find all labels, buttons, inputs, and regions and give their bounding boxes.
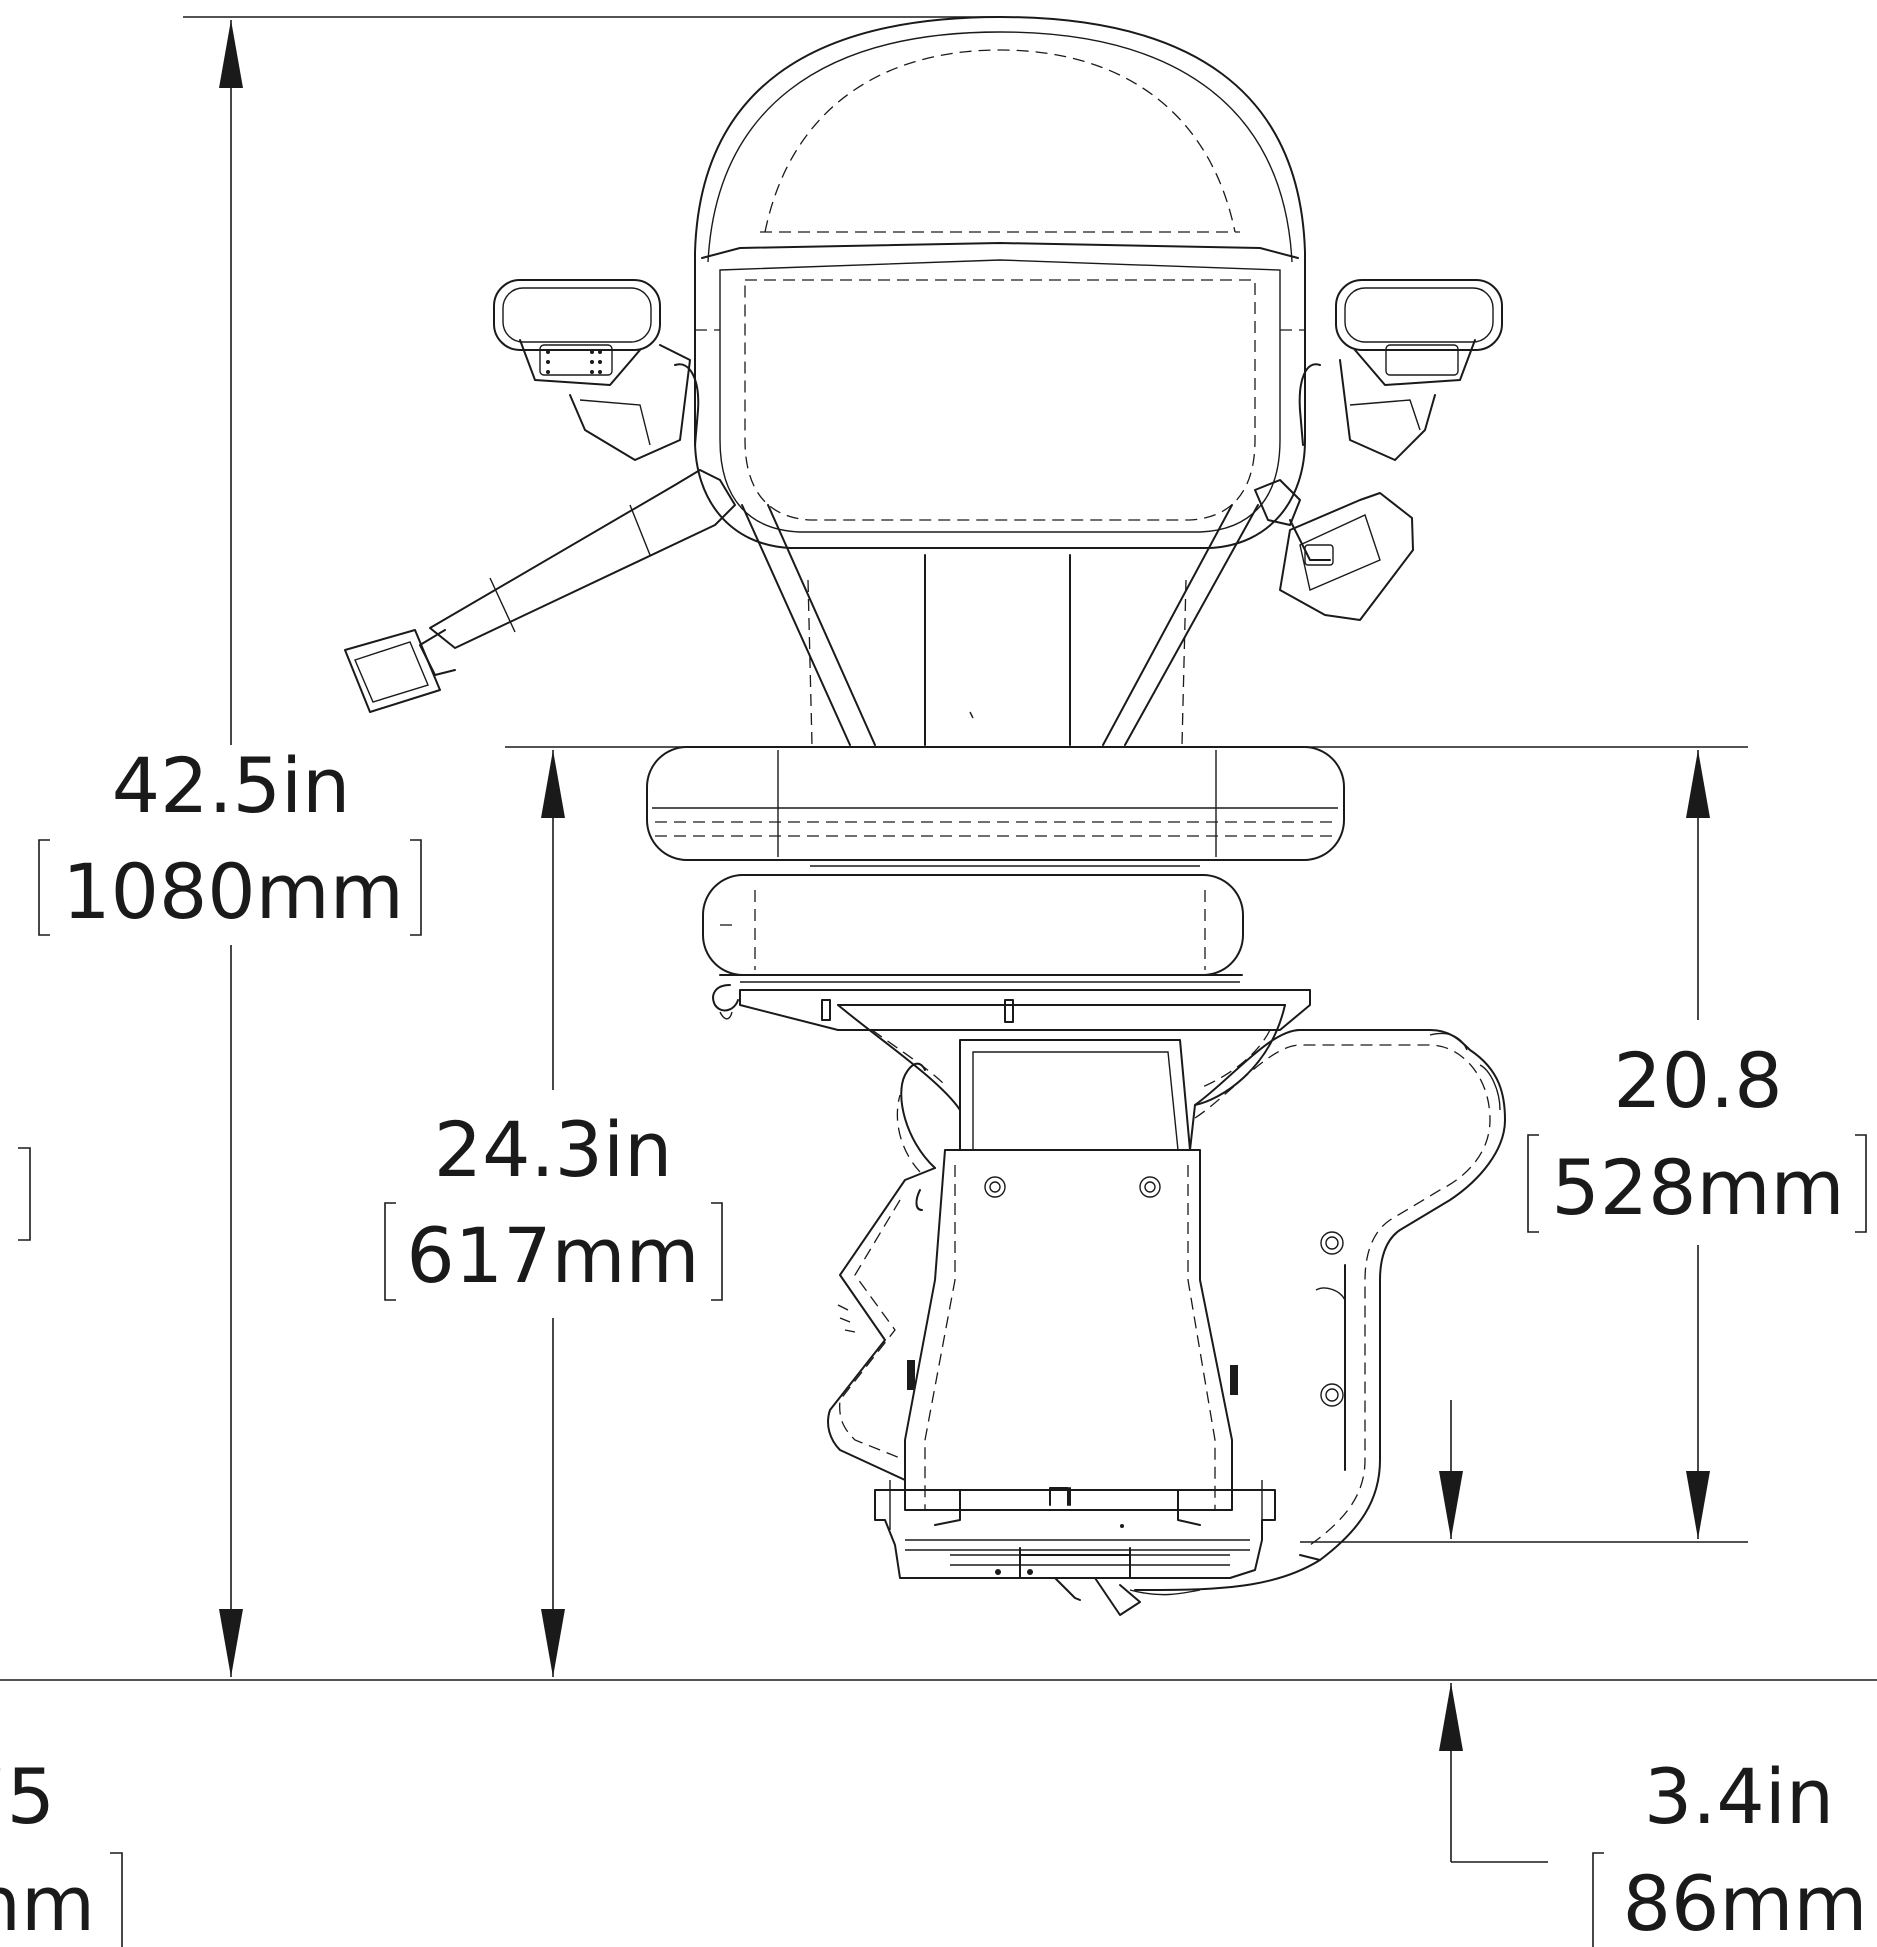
bracket-left: [384, 1202, 396, 1301]
overall-height-imperial: 42.5in: [112, 741, 351, 830]
arrow-up: [541, 750, 565, 818]
footrest-clearance-imperial: 3.4in: [1644, 1752, 1834, 1841]
arrow-down: [1686, 1471, 1710, 1539]
seat-to-footrest-metric: 528mm: [1551, 1143, 1844, 1232]
dimension-seat-to-footrest: [1686, 750, 1710, 1539]
arrow-down: [219, 1609, 243, 1677]
overall-height-metric: 1080mm: [62, 847, 403, 936]
left-partial-metric: nm: [0, 1859, 95, 1947]
seat-to-footrest-imperial: 20.8: [1613, 1036, 1782, 1125]
bracket-left: [1592, 1852, 1604, 1947]
dimension-labels: 42.5in 1080mm 24.3in 617mm 20.8 528mm 3.…: [0, 741, 1867, 1947]
bracket-left: [1527, 1134, 1539, 1233]
left-partial-imperial: 75: [0, 1752, 55, 1841]
bracket-right: [711, 1202, 723, 1301]
arrow-down: [541, 1609, 565, 1677]
arrow-up: [219, 20, 243, 88]
armrest-left: [493, 279, 700, 461]
carriage-left-housing: [827, 1062, 936, 1481]
bracket-left: [38, 839, 50, 936]
seatbelt-right: [1254, 479, 1414, 621]
carriage-column: [904, 1039, 1238, 1511]
carriage-flange: [739, 989, 1311, 1151]
left-partial-bracket-bottom: [110, 1852, 123, 1947]
seat-height-metric: 617mm: [406, 1211, 699, 1300]
dimension-lines: [0, 16, 1877, 1947]
footrest-clearance-metric: 86mm: [1623, 1859, 1868, 1947]
rail-housing: [1134, 1029, 1506, 1591]
bracket-right: [1855, 1134, 1867, 1233]
back-support-frame: [741, 504, 1259, 746]
arrow-down: [1439, 1471, 1463, 1539]
backrest: [694, 16, 1306, 549]
arrow-up: [1686, 750, 1710, 818]
chair: [344, 16, 1506, 1616]
seat-height-imperial: 24.3in: [434, 1105, 673, 1194]
armrest-right: [1298, 279, 1503, 461]
left-partial-bracket: [18, 1147, 31, 1241]
footrest: [874, 1480, 1276, 1616]
bracket-right: [410, 839, 422, 936]
seat-base: [702, 874, 1244, 1020]
seat: [646, 746, 1345, 867]
seatbelt-left: [344, 469, 736, 713]
dimension-seat-height: [541, 750, 565, 1677]
dimension-overall-height: [219, 20, 243, 1677]
dimension-footrest-clearance: [1439, 1400, 1548, 1863]
arrow-up: [1439, 1683, 1463, 1751]
